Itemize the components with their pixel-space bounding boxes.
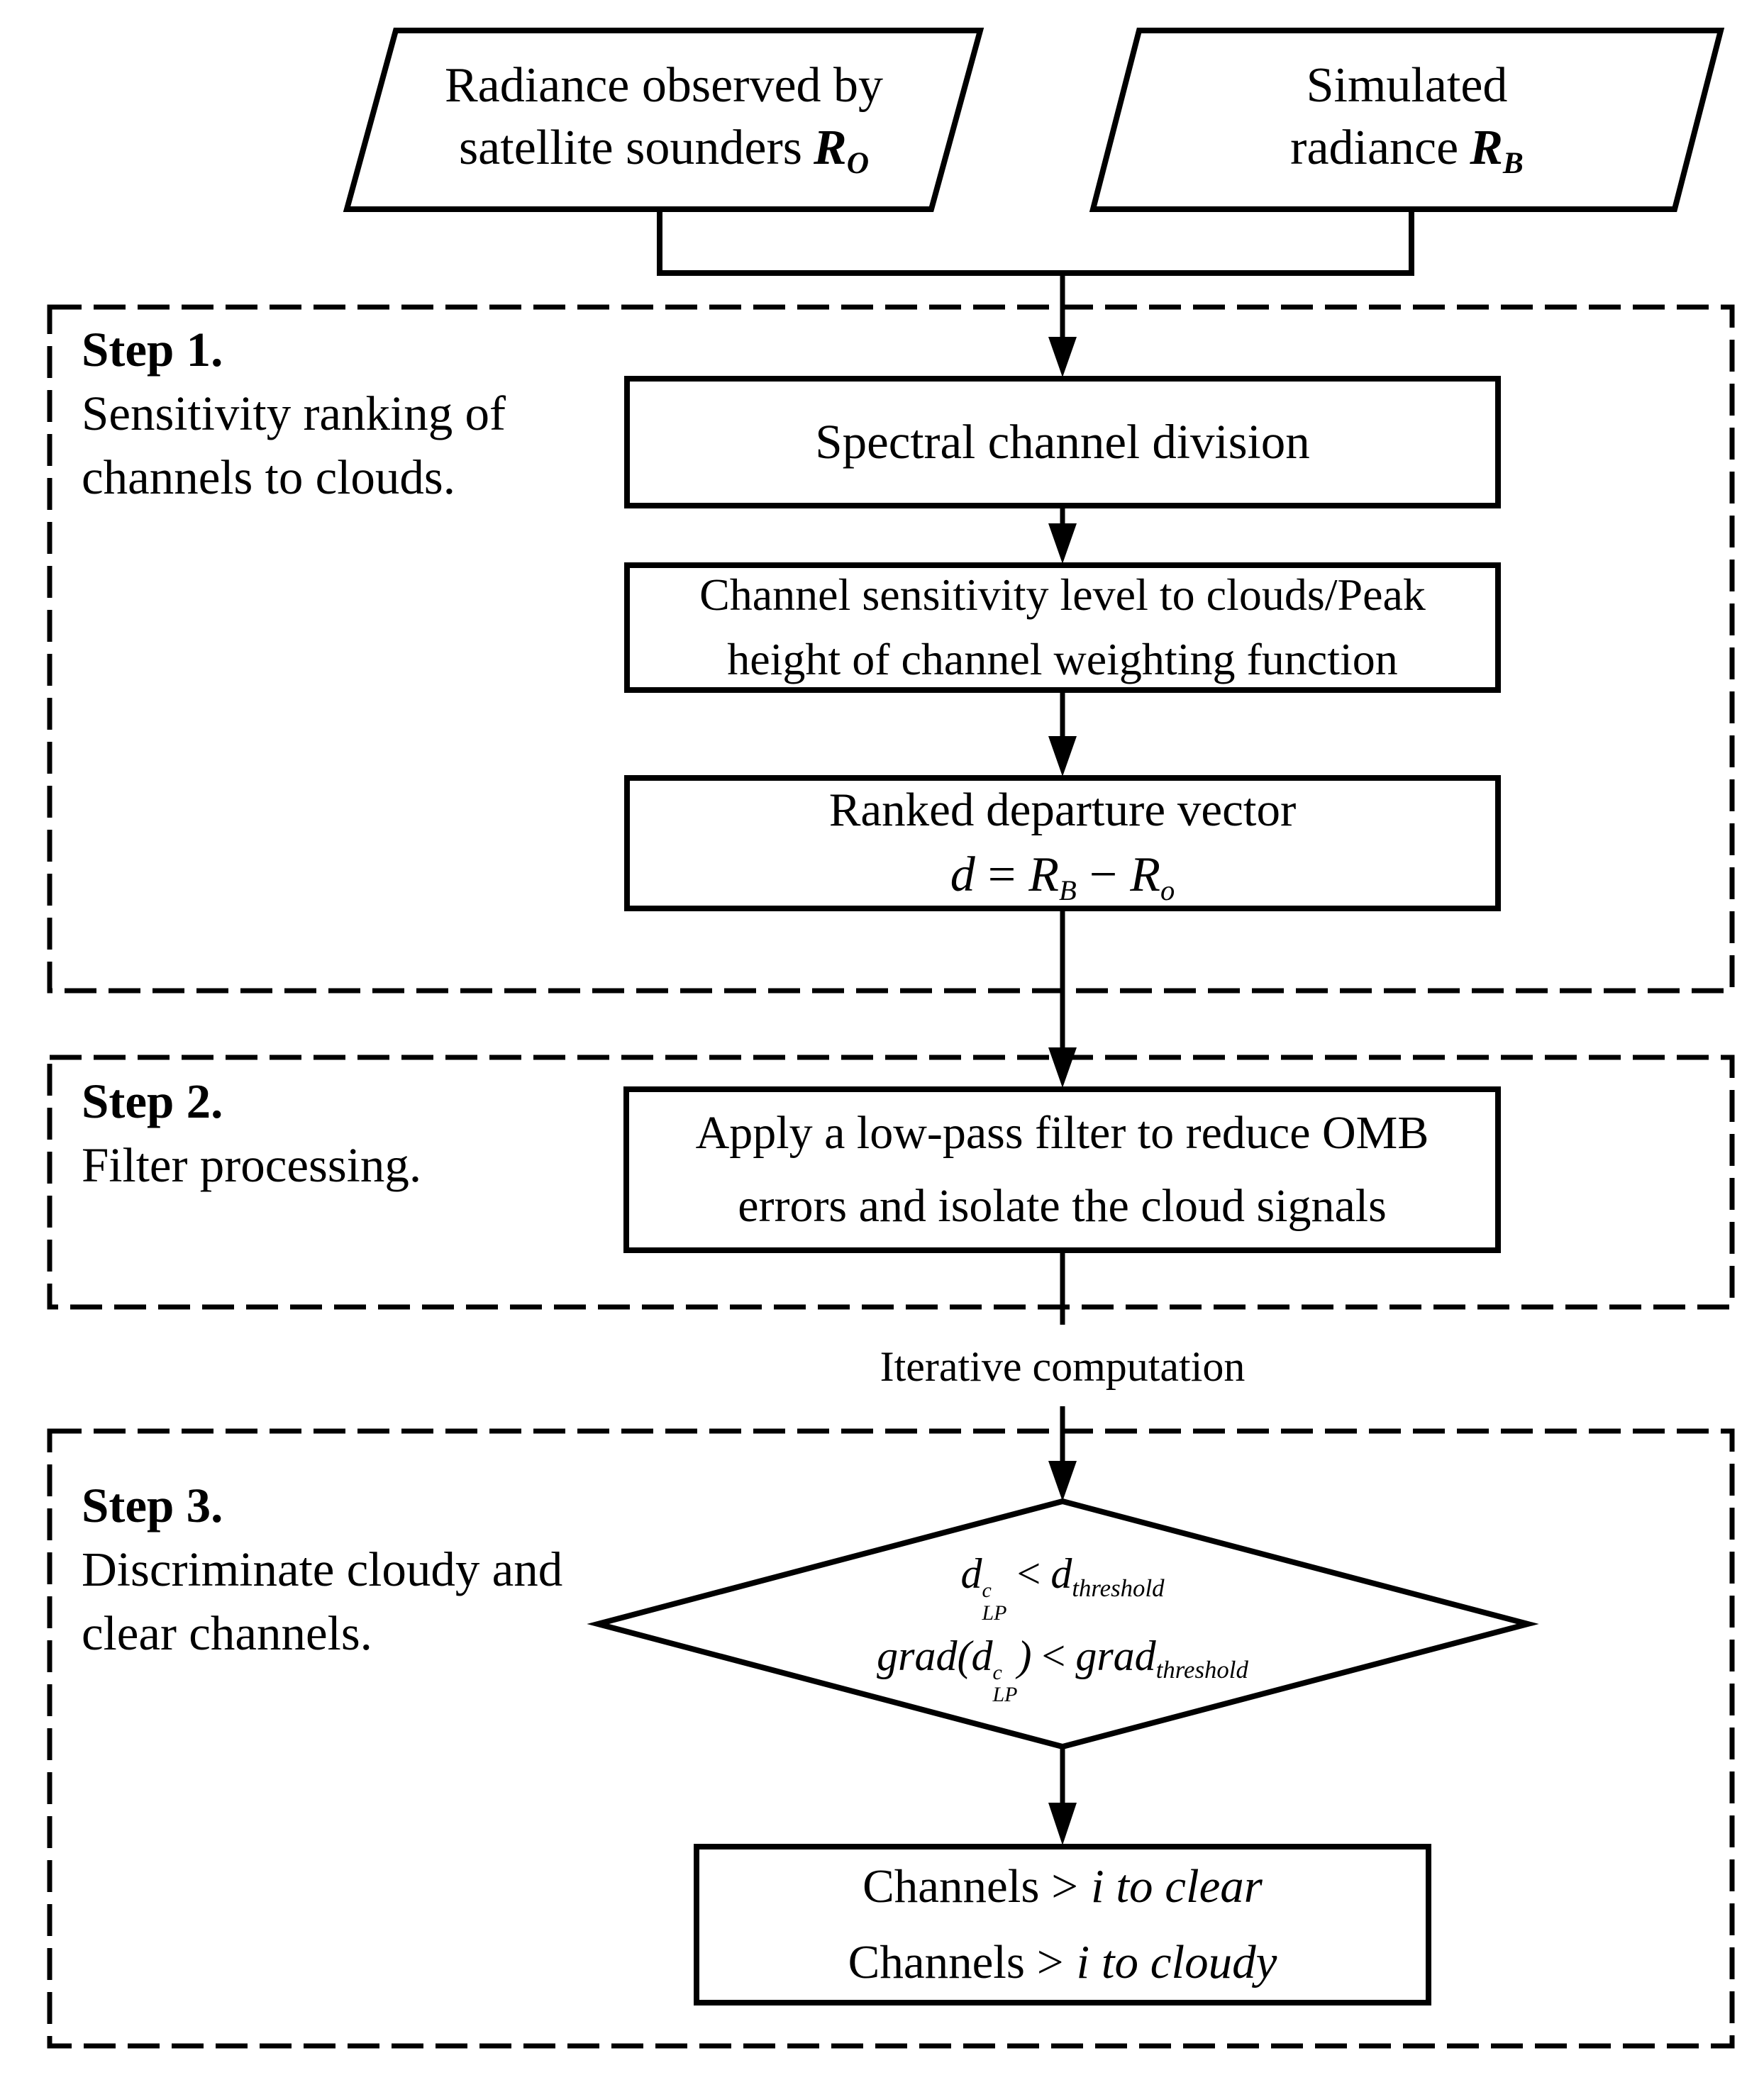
output-line-clear: Channels >i to clear [862, 1849, 1263, 1925]
lowpass-filter-line1: Apply a low-pass filter to reduce OMB [695, 1107, 1429, 1159]
decision-l1-sup: c [982, 1579, 992, 1602]
output-l2-italic: i to cloudy [1076, 1936, 1277, 1988]
decision-l1-rhs-sub: threshold [1072, 1574, 1165, 1602]
flow-arrow-ranked-to-filter [1048, 908, 1077, 1088]
process-box-lowpass-filter: Apply a low-pass filter to reduce OMB er… [623, 1086, 1501, 1253]
output-l1-italic: i to clear [1090, 1859, 1263, 1913]
output-l2-prefix: Channels > [848, 1936, 1064, 1988]
formula-minus: − [1089, 847, 1118, 902]
iterative-computation-label: Iterative computation [880, 1343, 1246, 1390]
flow-arrow-decision-to-output [1048, 1747, 1077, 1845]
decision-l1-base: d [960, 1550, 982, 1598]
observed-radiance-symbol: R [814, 121, 847, 175]
output-box-channel-assignment: Channels >i to clear Channels >i to clou… [694, 1844, 1431, 2006]
output-l1-prefix: Channels > [862, 1859, 1078, 1913]
decision-l2-grad-open: grad( [877, 1632, 972, 1679]
output-line-cloudy: Channels >i to cloudy [848, 1925, 1277, 2001]
channel-sensitivity-line2: height of channel weighting function [727, 634, 1398, 684]
decision-l1-lessthan: < [1016, 1550, 1041, 1598]
parallelogram-observed-shape [343, 28, 984, 212]
step2-desc-line1: Filter processing. [82, 1138, 422, 1192]
decision-l2-rhs: grad [1075, 1632, 1156, 1679]
formula-rb-sub: B [1058, 874, 1077, 907]
input-simulated-line2-text: radiance [1290, 121, 1459, 175]
step3-title: Step 3. [82, 1479, 223, 1532]
process-box-channel-sensitivity: Channel sensitivity level to clouds/Peak… [624, 562, 1501, 693]
decision-l1-sub: LP [982, 1601, 1007, 1625]
step1-title: Step 1. [82, 323, 223, 377]
decision-l2-lessthan: < [1041, 1632, 1066, 1679]
step3-desc-line1: Discriminate cloudy and [82, 1542, 563, 1596]
spectral-division-text: Spectral channel division [815, 415, 1310, 469]
formula-rb: R [1028, 847, 1059, 902]
channel-sensitivity-line1: Channel sensitivity level to clouds/Peak [699, 569, 1426, 621]
observed-radiance-subscript: O [846, 146, 870, 181]
step2-region-border [47, 1055, 1735, 1310]
step3-label: Step 3. Discriminate cloudy and clear ch… [82, 1474, 562, 1665]
flow-arrow-inputs-to-spectral [1048, 270, 1077, 377]
input-observed-line2-text: satellite sounders [458, 121, 802, 175]
departure-formula: d=RB−Ro [950, 842, 1175, 909]
decision-l2-base: d [971, 1632, 993, 1679]
step1-label: Step 1. Sensitivity ranking of channels … [82, 318, 506, 509]
decision-l2-rhs-sub: threshold [1155, 1656, 1248, 1684]
step1-desc-line2: channels to clouds. [82, 450, 455, 504]
simulated-radiance-symbol: R [1470, 121, 1503, 175]
step1-desc-line1: Sensitivity ranking of [82, 386, 506, 440]
lowpass-filter-line2: errors and isolate the cloud signals [738, 1179, 1387, 1232]
decision-l2-sub: LP [992, 1683, 1018, 1707]
input-observed-line1: Radiance observed by [444, 58, 884, 113]
formula-equals: = [987, 847, 1016, 902]
flow-arrow-spectral-to-sensitivity [1048, 506, 1077, 564]
step2-title: Step 2. [82, 1074, 223, 1128]
decision-l2-sup: c [992, 1660, 1002, 1684]
ranked-departure-title: Ranked departure vector [828, 783, 1297, 836]
decision-l2-close: ) [1017, 1632, 1032, 1679]
process-box-ranked-departure: Ranked departure vector d=RB−Ro [624, 775, 1501, 911]
formula-ro: R [1130, 847, 1160, 902]
step2-label: Step 2. Filter processing. [82, 1069, 421, 1197]
input-simulated-line1: Simulated [1306, 58, 1508, 113]
formula-d: d [950, 847, 975, 902]
flow-arrow-sensitivity-to-ranked [1048, 690, 1077, 777]
decision-l1-rhs: d [1050, 1550, 1072, 1598]
step3-region-border [47, 1428, 1735, 2049]
process-box-spectral-division: Spectral channel division [624, 376, 1501, 508]
formula-ro-sub: o [1160, 874, 1175, 907]
step3-desc-line2: clear channels. [82, 1606, 372, 1660]
flow-arrow-iterative-to-decision [1048, 1406, 1077, 1501]
simulated-radiance-subscript: B [1502, 146, 1524, 181]
step1-region-border [47, 304, 1735, 994]
parallelogram-simulated-shape [1089, 28, 1725, 212]
